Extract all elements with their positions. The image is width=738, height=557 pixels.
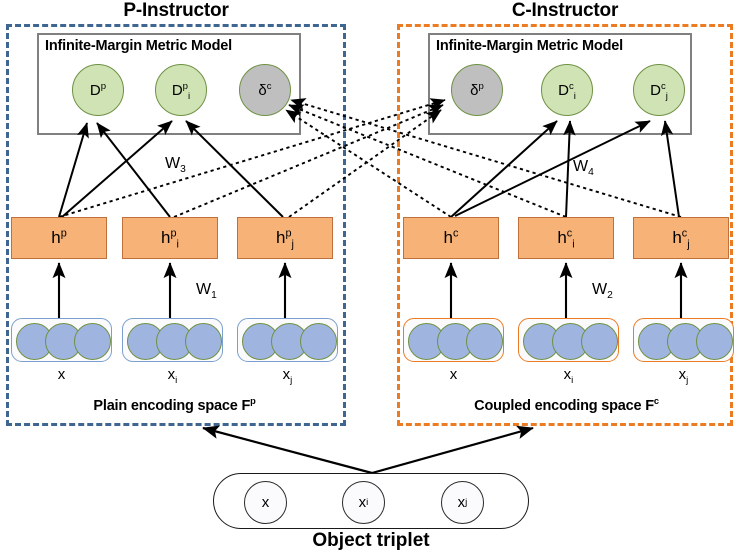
encoding-box-p-1 (122, 318, 223, 362)
input-label-c-2: xj (678, 366, 689, 386)
panel-c-instructor (397, 24, 733, 426)
weight-label-w1: W1 (196, 281, 217, 302)
hidden-box-c-2-label: hcj (672, 227, 690, 251)
encoding-unit (581, 323, 618, 360)
hidden-box-p-1: hpi (122, 217, 218, 259)
encoding-box-c-1 (518, 318, 619, 362)
input-label-c-1: xi (563, 366, 574, 386)
metric-node-p-2-label: δc (258, 80, 272, 99)
hidden-box-c-1: hci (518, 217, 614, 259)
input-label-p-1: xi (167, 366, 178, 386)
metric-node-c-0-label: δp (470, 80, 484, 99)
encoding-unit (466, 323, 503, 360)
metric-node-p-1: Dpi (155, 64, 207, 116)
metric-node-p-0: Dp (72, 64, 124, 116)
hidden-box-c-2: hcj (633, 217, 729, 259)
panel-p-instructor (6, 24, 346, 426)
panel-title-c: C-Instructor (511, 0, 619, 21)
panel-title-p: P-Instructor (123, 0, 229, 21)
input-label-c-0: x (449, 366, 458, 383)
encoding-box-p-2 (237, 318, 338, 362)
weight-label-w3: W3 (165, 155, 186, 176)
hidden-box-p-0: hp (11, 217, 107, 259)
object-triplet-caption: Object triplet (312, 530, 430, 551)
encoding-box-c-2 (633, 318, 734, 362)
space-label-c: Coupled encoding space Fc (474, 396, 659, 414)
metric-node-c-1: Dci (541, 64, 593, 116)
input-label-p-2: xj (282, 366, 293, 386)
hidden-box-c-0: hc (403, 217, 499, 259)
metric-node-p-0-label: Dp (89, 80, 107, 99)
hidden-box-p-2-label: hpj (276, 227, 294, 251)
encoding-unit (696, 323, 733, 360)
triplet-node-0: x (244, 481, 287, 524)
metric-node-c-0: δp (451, 64, 503, 116)
hidden-box-p-1-label: hpi (161, 227, 179, 251)
metric-model-label-p: Infinite-Margin Metric Model (45, 38, 232, 54)
weight-label-w4: W4 (573, 158, 594, 179)
space-label-p: Plain encoding space Fp (93, 396, 256, 414)
hidden-box-p-0-label: hp (51, 227, 67, 247)
input-label-p-0: x (57, 366, 66, 383)
weight-label-w2: W2 (592, 281, 613, 302)
metric-node-p-2: δc (239, 64, 291, 116)
encoding-unit (185, 323, 222, 360)
metric-node-c-2-label: Dcj (650, 80, 668, 102)
hidden-box-p-2: hpj (237, 217, 333, 259)
metric-node-c-2: Dcj (633, 64, 685, 116)
metric-model-label-c: Infinite-Margin Metric Model (436, 38, 623, 54)
hidden-box-c-1-label: hci (557, 227, 575, 251)
encoding-unit (74, 323, 111, 360)
encoding-box-c-0 (403, 318, 504, 362)
metric-node-p-1-label: Dpi (171, 80, 191, 102)
metric-node-c-1-label: Dci (558, 80, 576, 102)
hidden-box-c-0-label: hc (443, 227, 459, 247)
encoding-box-p-0 (11, 318, 112, 362)
encoding-unit (300, 323, 337, 360)
